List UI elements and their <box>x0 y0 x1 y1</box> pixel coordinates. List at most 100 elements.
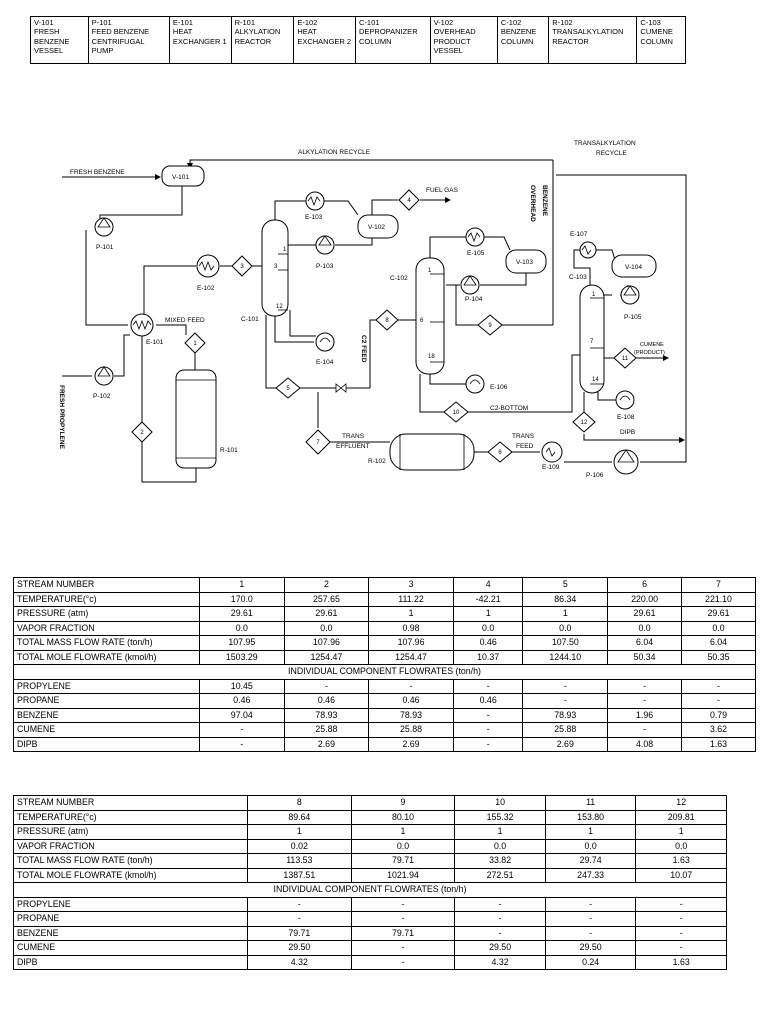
table-cell: 107.95 <box>199 635 285 651</box>
table-cell: 1.63 <box>635 853 727 869</box>
flow-line <box>187 159 553 169</box>
exchanger-coil <box>319 337 331 343</box>
table-cell: 0.0 <box>681 620 756 636</box>
property-label: PRESSURE (atm) <box>13 606 200 622</box>
table-cell: 25.88 <box>283 722 370 738</box>
tag-c103: C-103 <box>569 274 587 281</box>
stream-number: 1 <box>193 341 197 347</box>
stream-marker-4 <box>398 189 420 211</box>
v102-vessel <box>357 214 399 239</box>
table-cell: 6.04 <box>607 635 683 651</box>
property-label: VAPOR FRACTION <box>13 838 248 854</box>
e103-exchanger <box>305 191 325 211</box>
stream-marker-11 <box>613 347 637 369</box>
stream-marker-10 <box>443 401 469 423</box>
e106-exchanger <box>465 374 485 394</box>
c101-column <box>261 219 289 317</box>
table-cell: 0.46 <box>368 693 454 709</box>
stream-number: 10 <box>453 410 460 416</box>
exchanger-coil <box>467 232 481 243</box>
flow-line <box>484 236 511 251</box>
table-cell: 0.24 <box>544 954 637 970</box>
flow-line <box>371 199 398 215</box>
table-cell: - <box>454 896 546 912</box>
section-header: INDIVIDUAL COMPONENT FLOWRATES (ton/h) <box>13 664 756 680</box>
tag-e102: E-102 <box>197 285 215 292</box>
table-cell: 6.04 <box>681 635 756 651</box>
table-cell: 78.93 <box>368 707 454 723</box>
table-cell: 29.61 <box>681 606 756 622</box>
e108-exchanger <box>615 390 635 410</box>
table-cell: 4.32 <box>454 954 546 970</box>
table-cell: - <box>247 896 352 912</box>
table-cell: 29.61 <box>607 606 683 622</box>
stream-marker-1 <box>184 332 206 354</box>
label-fresh-propylene: FRESH PROPYLENE <box>58 385 65 450</box>
table-cell: 153.80 <box>544 809 637 825</box>
table-cell: 97.04 <box>199 707 285 723</box>
table-cell: 0.46 <box>452 635 524 651</box>
tag-v103: V-103 <box>516 259 533 266</box>
component-label: BENZENE <box>13 925 248 941</box>
tag-e106: E-106 <box>490 384 508 391</box>
tag-p102: P-102 <box>93 393 111 400</box>
exchanger-coil <box>307 196 321 207</box>
stream-number-cell: 8 <box>247 795 352 811</box>
table-cell: 1 <box>452 606 524 622</box>
table-cell: - <box>635 896 727 912</box>
table-cell: - <box>452 722 524 738</box>
tag-p104: P-104 <box>465 296 483 303</box>
table-cell: 1244.10 <box>522 649 609 665</box>
stream-number: 12 <box>581 420 588 426</box>
table-cell: 29.74 <box>544 853 637 869</box>
tag-e101: E-101 <box>146 339 164 346</box>
table-cell: 89.64 <box>247 809 352 825</box>
table-cell: - <box>452 678 524 694</box>
label-c2-bottom: C2-BOTTOM <box>490 405 528 412</box>
v103-vessel <box>505 249 547 274</box>
property-label: TOTAL MOLE FLOWRATE (kmol/h) <box>13 649 200 665</box>
stream-number-cell: 5 <box>522 577 609 593</box>
table-cell: 25.88 <box>368 722 454 738</box>
flow-line <box>143 265 196 318</box>
table-cell: 113.53 <box>247 853 352 869</box>
section-header-row: INDIVIDUAL COMPONENT FLOWRATES (ton/h) <box>13 882 727 898</box>
table-cell: -42.21 <box>452 591 524 607</box>
table-cell: - <box>350 896 456 912</box>
table-cell: 29.61 <box>283 606 370 622</box>
tag-c101: C-101 <box>241 316 259 323</box>
component-label: PROPYLENE <box>13 678 200 694</box>
tag-e104: E-104 <box>316 359 334 366</box>
table-cell: 10.07 <box>635 867 727 883</box>
tag-r102: R-102 <box>368 458 386 465</box>
flow-line <box>114 334 130 377</box>
tag-e105: E-105 <box>467 250 485 257</box>
table-cell: - <box>452 736 524 752</box>
table-cell: 247.33 <box>544 867 637 883</box>
table-cell: 221.10 <box>681 591 756 607</box>
table-cell: 0.0 <box>607 620 683 636</box>
table-cell: 4.32 <box>247 954 352 970</box>
table-cell: - <box>635 925 727 941</box>
table-cell: - <box>607 693 683 709</box>
stream-number-cell: 10 <box>454 795 546 811</box>
stream-marker-3 <box>231 255 253 277</box>
e102-exchanger <box>196 254 220 278</box>
table-cell: - <box>681 693 756 709</box>
stream-number-cell: 2 <box>283 577 370 593</box>
flow-line <box>99 186 183 225</box>
tray-number: 1 <box>592 292 596 298</box>
stream-number-cell: 7 <box>681 577 756 593</box>
stream-number-cell: 11 <box>544 795 637 811</box>
e101-exchanger <box>130 313 154 337</box>
stream-marker-8 <box>375 309 399 331</box>
tag-r101: R-101 <box>220 447 238 454</box>
table-cell: 3.62 <box>681 722 756 738</box>
